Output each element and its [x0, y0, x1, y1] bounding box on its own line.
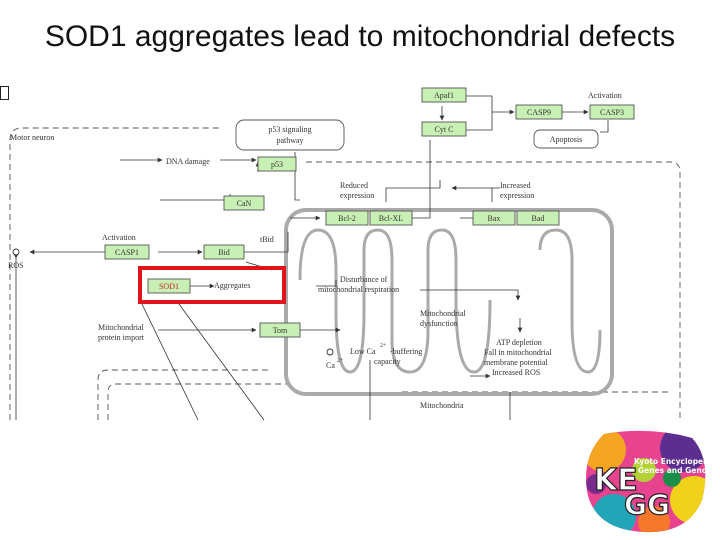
svg-text:pathway: pathway — [276, 136, 303, 145]
svg-text:-buffering: -buffering — [390, 347, 422, 356]
svg-text:Activation: Activation — [102, 233, 136, 242]
svg-text:protein import: protein import — [98, 333, 145, 342]
svg-text:Activation: Activation — [588, 91, 622, 100]
svg-text:Apoptosis: Apoptosis — [550, 135, 582, 144]
svg-text:2+: 2+ — [380, 343, 387, 349]
svg-text:Tom: Tom — [273, 326, 288, 335]
svg-text:Increased ROS: Increased ROS — [492, 368, 540, 377]
svg-text:GG: GG — [624, 488, 670, 521]
svg-text:CASP1: CASP1 — [115, 248, 139, 257]
gene-apaf1[interactable]: Apaf1 — [421, 87, 467, 103]
svg-text:Aggregates: Aggregates — [214, 281, 250, 290]
svg-text:Fall in mitochondrial: Fall in mitochondrial — [484, 348, 552, 357]
cell-outline-inner — [97, 369, 270, 420]
svg-text:Bax: Bax — [488, 214, 501, 223]
gene-sod1[interactable]: SOD1 — [147, 278, 191, 294]
svg-text:CASP9: CASP9 — [527, 108, 551, 117]
svg-text:CASP3: CASP3 — [600, 108, 624, 117]
gene-bcl-2[interactable]: Bcl-2 — [325, 210, 369, 226]
svg-text:SOD1: SOD1 — [159, 282, 179, 291]
svg-text:dysfunction: dysfunction — [420, 319, 458, 328]
svg-text:Apaf1: Apaf1 — [434, 91, 454, 100]
svg-text:Motor neuron: Motor neuron — [10, 133, 54, 142]
kegg-logo: KE GG Kyoto Encyclopedia of Genes and Ge… — [586, 430, 710, 533]
svg-text:mitochondrial respiration: mitochondrial respiration — [318, 285, 399, 294]
svg-text:Mitochondrial: Mitochondrial — [98, 323, 145, 332]
gene-bid[interactable]: Bid — [203, 244, 245, 260]
gene-casp3[interactable]: CASP3 — [589, 104, 635, 120]
svg-text:Reduced: Reduced — [340, 181, 368, 190]
svg-text:Mitochondria: Mitochondria — [420, 401, 464, 410]
svg-text:Bcl-XL: Bcl-XL — [379, 214, 404, 223]
mitochondrion-cristae — [298, 228, 602, 374]
svg-text:2+: 2+ — [337, 358, 344, 364]
gene-can[interactable]: CaN — [223, 195, 265, 211]
gene-bad[interactable]: Bad — [516, 210, 560, 226]
svg-text:expression: expression — [500, 191, 534, 200]
gene-casp1[interactable]: CASP1 — [104, 244, 150, 260]
diagram-labels: Motor neuron Activation DNA damage Reduc… — [8, 91, 622, 410]
svg-text:expression: expression — [340, 191, 374, 200]
slide-title: SOD1 aggregates lead to mitochondrial de… — [44, 20, 676, 53]
svg-text:Genes and Genomes: Genes and Genomes — [638, 466, 710, 475]
ros-compound-marker — [12, 248, 20, 256]
cell-outline-bottom — [107, 383, 670, 420]
svg-text:KE: KE — [594, 463, 638, 498]
svg-text:DNA damage: DNA damage — [166, 157, 210, 166]
svg-text:Mitochondrial: Mitochondrial — [420, 309, 467, 318]
kegg-pathway-diagram: Apaf1 Cyt C CASP9 CASP3 Apoptosis p53 si… — [8, 87, 681, 421]
gene-tom[interactable]: Tom — [259, 322, 301, 338]
svg-text:Bid: Bid — [218, 248, 230, 257]
svg-text:Increased: Increased — [500, 181, 531, 190]
gene-cyt-c[interactable]: Cyt C — [421, 121, 467, 137]
pathway-edges — [16, 95, 609, 421]
svg-text:ROS: ROS — [8, 261, 24, 270]
apoptosis-node[interactable]: Apoptosis — [533, 129, 599, 149]
sod1-highlight-box — [138, 266, 286, 304]
missing-glyph-icon — [0, 86, 9, 100]
svg-text:Bcl-2: Bcl-2 — [338, 214, 356, 223]
svg-text:p53: p53 — [271, 160, 283, 169]
gene-p53[interactable]: p53 — [257, 156, 297, 172]
svg-text:Disturbance of: Disturbance of — [340, 275, 388, 284]
ca-compound-marker — [326, 348, 334, 356]
svg-text:CaN: CaN — [237, 199, 252, 208]
gene-bcl-xl[interactable]: Bcl-XL — [369, 210, 413, 226]
gene-bax[interactable]: Bax — [472, 210, 516, 226]
svg-text:Kyoto Encyclopedia of: Kyoto Encyclopedia of — [634, 457, 710, 466]
svg-text:ATP depletion: ATP depletion — [496, 338, 542, 347]
p53-signaling-pathway-node[interactable]: p53 signaling pathway — [235, 119, 345, 151]
svg-text:tBid: tBid — [260, 235, 274, 244]
svg-text:Bad: Bad — [532, 214, 545, 223]
cell-outline-outer — [9, 127, 681, 420]
svg-text:Cyt C: Cyt C — [435, 125, 454, 134]
gene-casp9[interactable]: CASP9 — [515, 104, 563, 120]
svg-text:membrane potential: membrane potential — [484, 358, 549, 367]
svg-text:Low Ca: Low Ca — [350, 347, 376, 356]
svg-text:capacity: capacity — [374, 357, 401, 366]
svg-text:p53 signaling: p53 signaling — [268, 125, 311, 134]
svg-text:Ca: Ca — [326, 361, 335, 370]
